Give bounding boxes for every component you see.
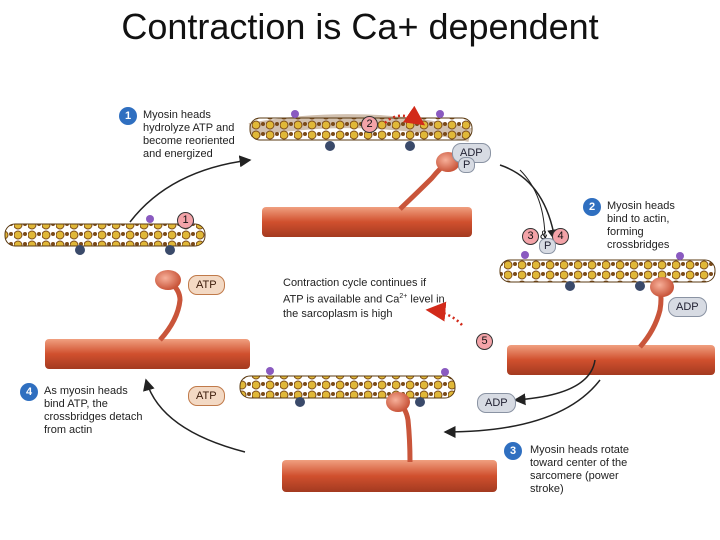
step-2-badge: 2 [583, 198, 601, 216]
step-3-badge: 3 [504, 442, 522, 460]
actin-filament-top [248, 110, 473, 151]
arrow-right-to-bottom [443, 379, 601, 438]
marker-5: 5 [476, 333, 493, 350]
adp-label-right: ADP [668, 297, 707, 317]
step-4-text: As myosin heads bind ATP, the crossbridg… [44, 385, 143, 436]
note-line-3: the sarcoplasm is high [283, 307, 393, 320]
actin-filament-bottom [239, 367, 456, 407]
note-line-1: Contraction cycle continues if [283, 277, 427, 289]
thick-filament-left [45, 270, 250, 369]
step-2-text: Myosin heads bind to actin, forming cros… [607, 200, 675, 251]
step-3-text: Myosin heads rotate toward center of the… [530, 444, 630, 495]
phosphate-label-right: P [539, 238, 557, 254]
marker-3: 3 [522, 228, 539, 245]
atp-label-left: ATP [188, 275, 225, 295]
marker-2: 2 [361, 116, 378, 133]
step-4-badge: 4 [20, 383, 38, 401]
arrow-step1-to-top [129, 155, 252, 223]
phosphate-label-top: P [458, 157, 476, 173]
note-line-2: ATP is available and Ca2+ level in [283, 293, 445, 306]
step-1-text: Myosin heads hydrolyze ATP and become re… [143, 109, 235, 160]
thick-filament-top [262, 152, 472, 237]
slide-title: Contraction is Ca+ dependent [121, 6, 599, 47]
marker-ampersand: & [540, 228, 549, 242]
step-1-badge: 1 [119, 107, 137, 125]
actin-filament-left [4, 215, 206, 255]
thick-filament-bottom [282, 392, 497, 492]
arrow-p-release [519, 169, 546, 241]
arrow-bottom-to-left [143, 378, 246, 453]
marker-1: 1 [177, 212, 194, 229]
arrow-top-to-step2 [499, 164, 560, 242]
actin-filament-right [499, 251, 716, 291]
cycle-continues-note: Contraction cycle continues if ATP is av… [283, 276, 445, 321]
atp-label-bottom: ATP [188, 386, 225, 406]
thick-filament-right [507, 277, 715, 375]
adp-label-bottom: ADP [477, 393, 516, 413]
marker-4: 4 [552, 228, 569, 245]
arrow-adp-release [513, 359, 596, 406]
